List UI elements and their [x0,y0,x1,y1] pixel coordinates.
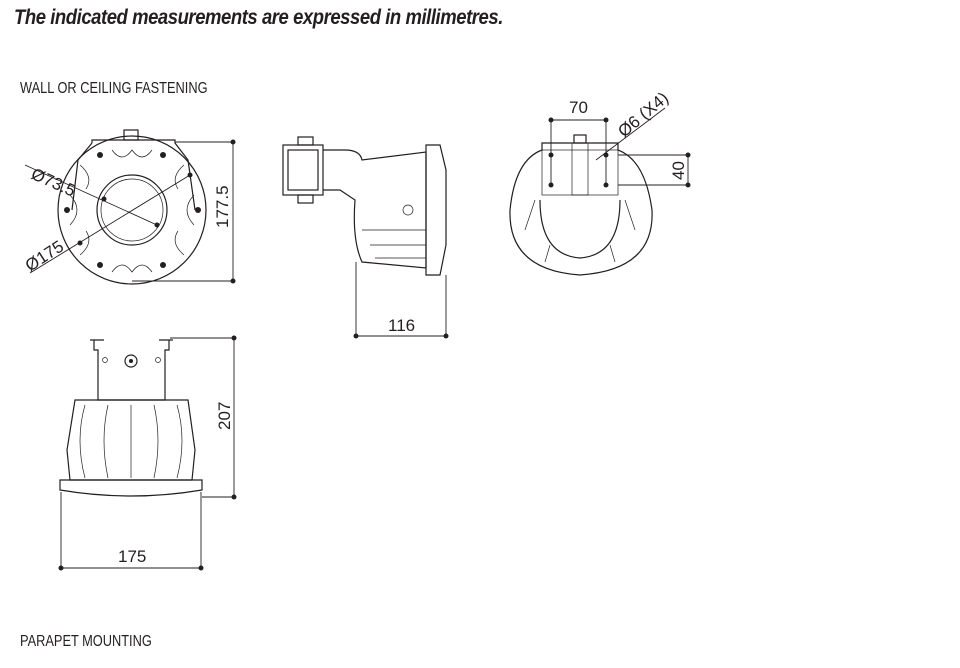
measurement-note: The indicated measurements are expressed… [14,6,503,29]
section-heading-wall-ceiling: WALL OR CEILING FASTENING [20,80,208,97]
dim-rear-vertical-spacing: 40 [669,161,688,180]
front-view-drawing [24,129,236,285]
section-heading-parapet: PARAPET MOUNTING [20,633,152,650]
dim-side-depth: 116 [388,316,415,335]
dim-rear-hole-diameter: Ø6 (X4) [614,88,672,141]
dim-front-height: 177.5 [213,185,232,228]
dim-front-inner-diameter: Ø73.5 [28,164,78,200]
dim-parapet-height: 207 [215,402,234,430]
dim-rear-hole-spacing: 70 [569,98,588,117]
dim-parapet-width: 175 [118,547,146,566]
dim-front-outer-diameter: Ø175 [22,237,67,276]
rear-view-drawing [509,107,691,276]
parapet-view-drawing [58,335,237,571]
side-view-drawing [282,136,449,339]
